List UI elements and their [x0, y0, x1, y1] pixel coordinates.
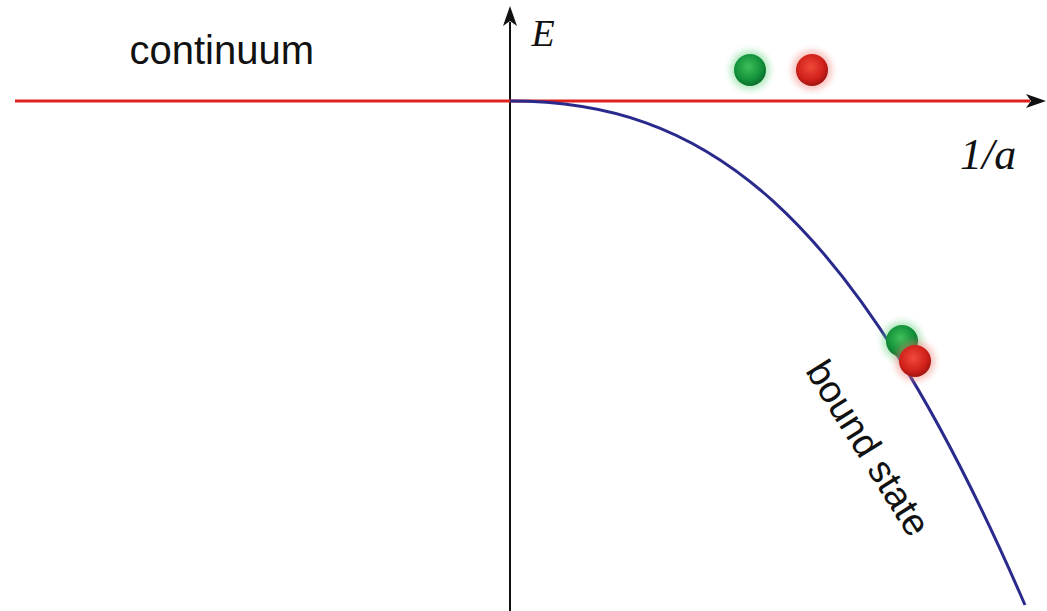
bound-state-curve — [510, 101, 1025, 605]
axis-label: 1/a — [960, 133, 1016, 177]
axis-label: E — [532, 14, 555, 52]
axis-arrowhead — [1026, 94, 1046, 108]
free-particles — [730, 50, 832, 90]
curve-label: bound state — [799, 354, 936, 543]
region-label: continuum — [130, 30, 315, 70]
energy-axis — [509, 22, 511, 611]
axis-arrowhead — [503, 6, 517, 26]
bound-pair — [882, 321, 935, 381]
